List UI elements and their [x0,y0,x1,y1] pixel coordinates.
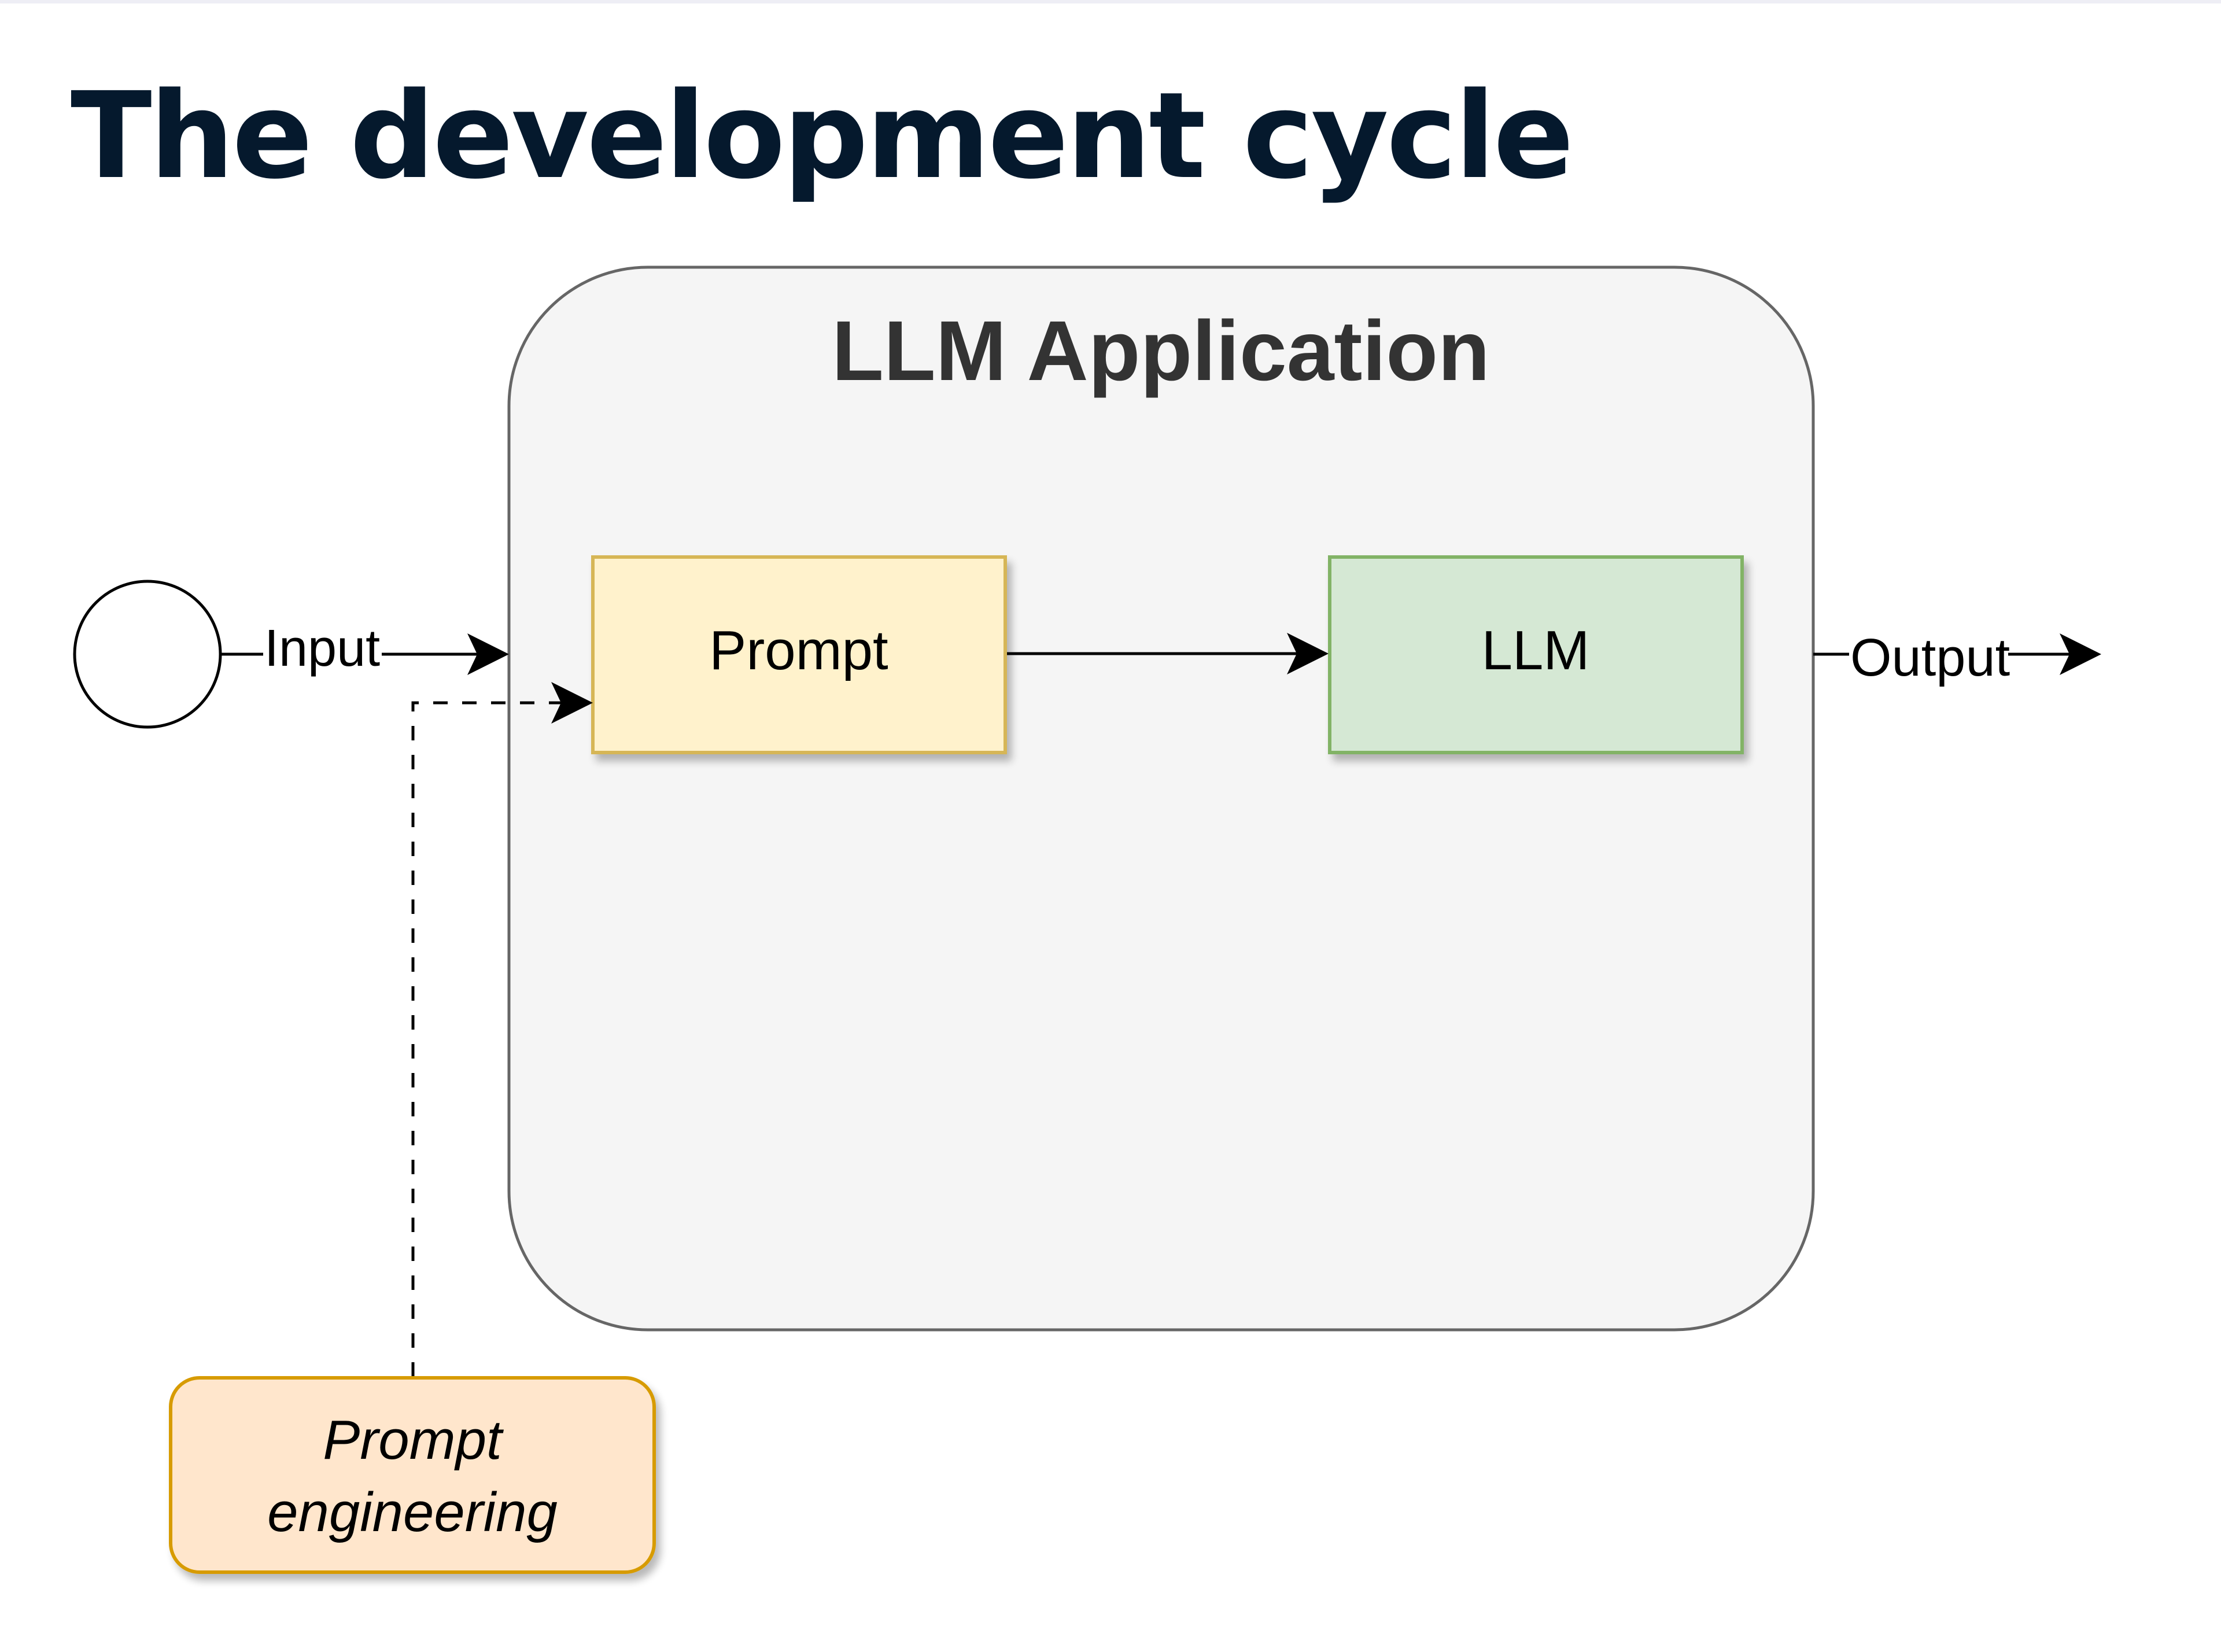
llm-box [1328,555,1744,754]
prompt-engineering-box [169,1376,656,1574]
start-node[interactable] [73,580,222,729]
llm-label: LLM [1482,620,1590,681]
slide-title: The development cycle [71,67,1574,205]
prompt-label: Prompt [709,620,888,681]
input-edge: Input [220,620,509,677]
prompt-to-llm-edge [1007,633,1329,674]
prompt-engineering-label-line2: engineering [267,1481,558,1543]
llm-application-container[interactable]: LLM Application [507,266,1815,1332]
dashed-arrowhead-icon [551,682,593,724]
input-edge-label: Input [264,620,380,677]
container-title: LLM Application [832,304,1490,399]
output-edge-label: Output [1850,628,2010,687]
prompt-node[interactable]: Prompt [591,555,1007,754]
input-arrowhead-icon [467,633,509,675]
prompt-engineering-label-line1: Prompt [323,1409,504,1471]
output-arrowhead-icon [2060,633,2101,675]
llm-node[interactable]: LLM [1328,555,1744,754]
container-box [507,266,1815,1332]
top-border [0,0,2221,3]
prompt-engineering-node[interactable]: Prompt engineering [169,1376,656,1574]
dashed-connector [411,701,567,1377]
prompt-box [591,555,1007,754]
engineering-to-prompt-edge [411,682,593,1377]
output-edge: Output [1813,628,2101,687]
prompt-to-llm-arrowhead-icon [1287,633,1329,674]
